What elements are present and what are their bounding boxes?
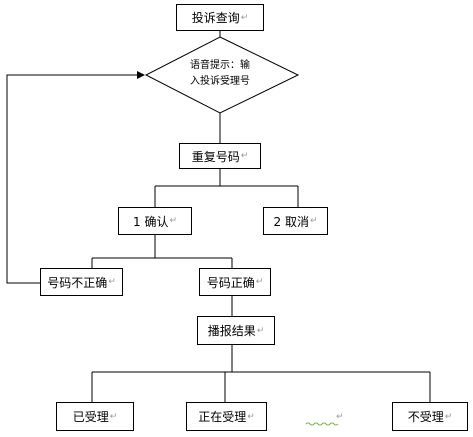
prompt-text: 语音提示：输 入投诉受理号	[170, 58, 270, 90]
accepted-label: 已受理	[72, 410, 109, 424]
correct-label: 号码正确	[206, 275, 255, 290]
processing-box: 正在受理↵	[186, 402, 267, 431]
stray-squiggle	[305, 422, 339, 426]
start-label: 投诉查询	[191, 11, 240, 25]
repeat-box: 重复号码↵	[179, 143, 261, 169]
confirm-box: 1 确认↵	[118, 207, 192, 235]
broadcast-label: 播报结果	[207, 324, 256, 338]
broadcast-box: 播报结果↵	[197, 316, 275, 345]
wrong-box: 号码不正确↵	[40, 268, 123, 296]
not-accepted-label: 不受理	[407, 410, 444, 424]
confirm-label: 1 确认	[133, 214, 169, 229]
loop-back-arrow	[6, 71, 145, 284]
correct-box: 号码正确↵	[199, 268, 271, 296]
repeat-label: 重复号码	[191, 149, 240, 164]
processing-label: 正在受理	[198, 410, 247, 424]
start-box: 投诉查询↵	[176, 4, 264, 31]
prompt-line-1: 语音提示：输	[190, 60, 250, 71]
stray-edit-mark: ↵	[336, 412, 344, 422]
accepted-box: 已受理↵	[56, 402, 134, 431]
cancel-label: 2 取消	[273, 214, 309, 229]
not-accepted-box: 不受理↵	[392, 402, 468, 431]
wrong-label: 号码不正确	[47, 275, 108, 290]
prompt-line-2: 入投诉受理号	[190, 76, 250, 87]
cancel-box: 2 取消↵	[263, 207, 328, 235]
